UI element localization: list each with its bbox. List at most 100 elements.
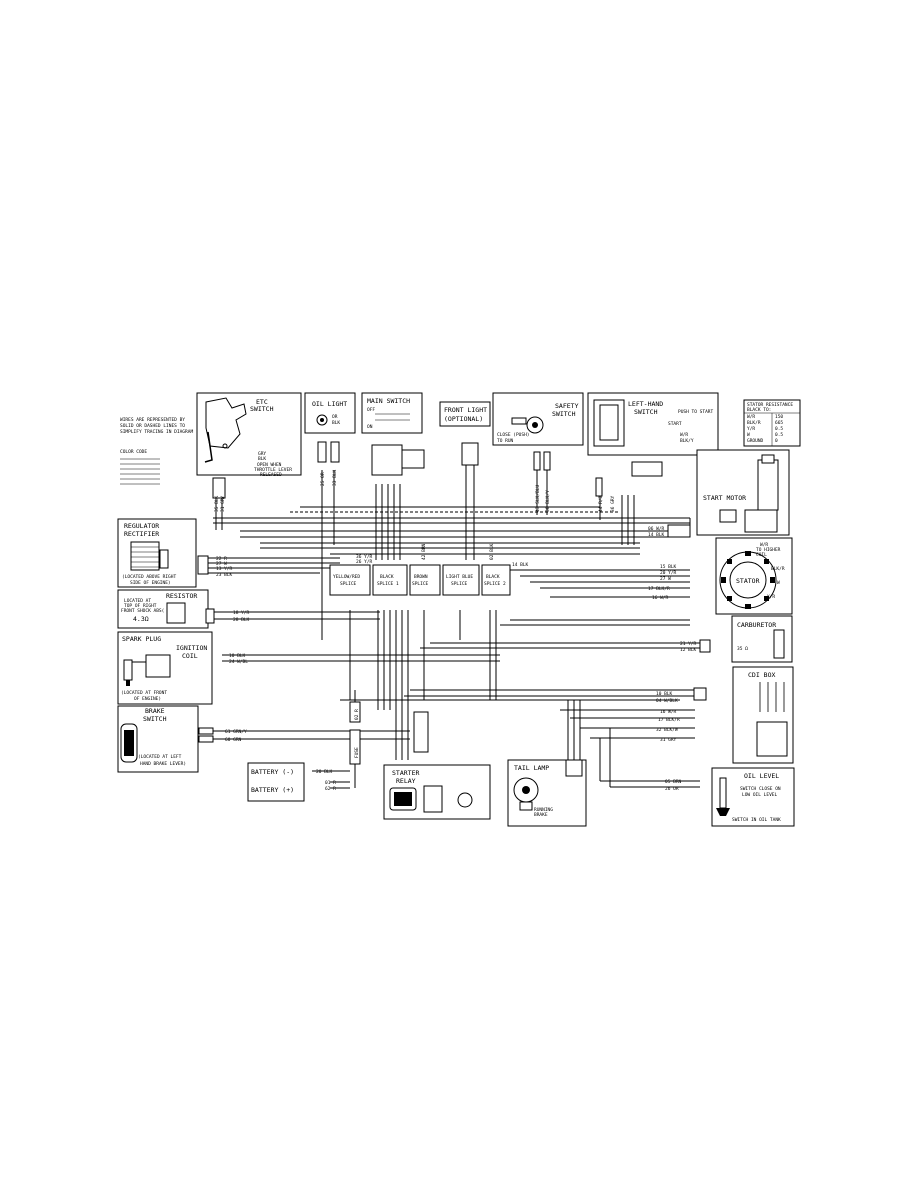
wire-labels-brake: 61 GRN/Y 60 GRN — [225, 729, 247, 743]
svg-text:OR: OR — [332, 414, 338, 420]
svg-text:21 Y/R: 21 Y/R — [680, 641, 697, 647]
svg-text:CLOSE (PUSH): CLOSE (PUSH) — [497, 432, 530, 438]
svg-text:RECTIFIER: RECTIFIER — [124, 530, 159, 538]
svg-text:RUNNING: RUNNING — [534, 807, 553, 813]
front-light: FRONT LIGHT (OPTIONAL) — [439, 401, 491, 466]
svg-text:GROUND: GROUND — [747, 438, 764, 444]
svg-text:SWITCH: SWITCH — [634, 408, 658, 416]
svg-text:14 BLK: 14 BLK — [648, 532, 665, 538]
svg-text:OIL LIGHT: OIL LIGHT — [312, 400, 347, 408]
svg-text:BLACK: BLACK — [380, 574, 394, 580]
svg-text:FRONT SHOCK ABS(: FRONT SHOCK ABS( — [121, 608, 164, 614]
svg-text:42 BRN: 42 BRN — [421, 543, 427, 560]
wire-labels-battery: 20 BLK 01 R 62 R — [316, 769, 336, 792]
svg-text:SAFETY: SAFETY — [555, 402, 579, 410]
svg-text:COIL: COIL — [182, 652, 198, 660]
svg-text:BLACK: BLACK — [486, 574, 500, 580]
svg-text:OFF: OFF — [367, 407, 375, 413]
svg-text:W: W — [777, 580, 780, 586]
svg-text:31 GRY: 31 GRY — [220, 495, 226, 512]
svg-text:BLK: BLK — [258, 456, 266, 462]
svg-text:LOW OIL LEVEL: LOW OIL LEVEL — [742, 792, 778, 798]
left-hand-switch: LEFT-HAND SWITCH PUSH TO START START W/R… — [587, 392, 719, 497]
svg-text:4.3Ω: 4.3Ω — [133, 615, 149, 623]
svg-text:BRAKE: BRAKE — [145, 707, 165, 715]
svg-text:02 R: 02 R — [354, 709, 360, 720]
svg-text:13 Y/R: 13 Y/R — [216, 566, 233, 572]
svg-text:STARTER: STARTER — [392, 769, 419, 777]
svg-text:REGULATOR: REGULATOR — [124, 522, 159, 530]
svg-text:SOLID OR DASHED LINES TO: SOLID OR DASHED LINES TO — [120, 423, 185, 429]
stator-resistance-table: STATOR RESISTANCE BLACK TO: W/R 150 BLK/… — [743, 399, 801, 447]
wire-legend: WIRES ARE REPRESENTED BY SOLID OR DASHED… — [120, 417, 193, 485]
svg-text:27 W: 27 W — [660, 576, 671, 582]
svg-text:665: 665 — [775, 420, 783, 426]
wire-labels-ignition: 10 BLK 24 W/BL — [229, 653, 248, 665]
svg-text:17 BLK/R: 17 BLK/R — [658, 717, 680, 723]
wire-labels-oil-level: 05 BRN 26 OR — [665, 779, 682, 792]
svg-text:SPLICE: SPLICE — [451, 581, 468, 587]
resistor: RESISTOR LOCATED AT TOP OF RIGHT FRONT S… — [117, 589, 215, 629]
svg-text:TO RUN: TO RUN — [497, 438, 514, 444]
svg-text:W: W — [747, 432, 750, 438]
svg-text:0: 0 — [775, 438, 778, 444]
etc-switch: ETC SWITCH GRY BLK OPEN WHEN THROTTLE LE… — [196, 392, 302, 499]
svg-text:0.5: 0.5 — [775, 432, 783, 438]
svg-text:150: 150 — [775, 414, 783, 420]
svg-text:BLK/R: BLK/R — [771, 566, 785, 572]
svg-text:44 R/B: 44 R/B — [598, 495, 604, 512]
splice-black-1: BLACK SPLICE 1 — [372, 564, 408, 596]
wire-labels-splice-top: 36 Y/R 26 Y/R 42 BRN 14 BLK — [356, 543, 529, 568]
svg-text:27 W: 27 W — [216, 561, 227, 567]
svg-text:28 BLK: 28 BLK — [233, 617, 250, 623]
svg-text:BLK/R: BLK/R — [747, 420, 761, 426]
wire-labels-stator: 15 BLK 20 Y/R 27 W 17 BLK/R 16 W/R — [648, 564, 677, 601]
svg-text:STATOR: STATOR — [736, 577, 760, 585]
svg-text:IGNITION: IGNITION — [176, 644, 207, 652]
starter-relay: STARTER RELAY — [383, 711, 491, 820]
svg-text:W/R: W/R — [680, 432, 688, 438]
svg-text:14 BLK: 14 BLK — [512, 562, 529, 568]
splice-brown: BROWN SPLICE — [409, 564, 441, 596]
svg-text:CARBURETOR: CARBURETOR — [737, 621, 776, 629]
wire-labels-regulator: 22 R 27 W 13 Y/R 23 BLK — [216, 556, 233, 578]
svg-text:(OPTIONAL): (OPTIONAL) — [444, 415, 483, 423]
svg-text:W/R: W/R — [747, 414, 755, 420]
svg-text:16 W/R: 16 W/R — [660, 709, 677, 715]
svg-text:22 R: 22 R — [216, 556, 227, 562]
svg-text:04 W/BLK: 04 W/BLK — [656, 698, 678, 704]
svg-text:BLACK TO:: BLACK TO: — [747, 407, 771, 413]
svg-text:36 GRY: 36 GRY — [610, 495, 616, 512]
svg-text:SIDE OF ENGINE): SIDE OF ENGINE) — [130, 580, 171, 586]
svg-text:SPLICE 2: SPLICE 2 — [484, 581, 506, 587]
svg-text:START: START — [668, 421, 682, 427]
resistance-rows: W/R 150 BLK/R 665 Y/R 0.5 W 0.5 GROUND 0 — [747, 414, 783, 444]
svg-text:05 BRN: 05 BRN — [665, 779, 682, 785]
main-switch: MAIN SWITCH OFF ON — [361, 392, 425, 476]
splice-light-blue: LIGHT BLUE SPLICE — [442, 564, 480, 596]
svg-text:20 Y/R: 20 Y/R — [660, 570, 677, 576]
svg-text:0.5: 0.5 — [775, 426, 783, 432]
svg-text:OIL LEVEL: OIL LEVEL — [744, 772, 779, 780]
tail-lamp: TAIL LAMP RUNNING BRAKE — [507, 759, 587, 827]
svg-text:Y/R: Y/R — [767, 594, 775, 600]
svg-text:BLK/Y: BLK/Y — [680, 438, 694, 444]
svg-text:LOCATED AT: LOCATED AT — [124, 598, 151, 604]
svg-text:30 BLK/Y: 30 BLK/Y — [545, 490, 551, 512]
svg-text:HAND BRAKE LEVER): HAND BRAKE LEVER) — [140, 761, 186, 767]
svg-text:FUSE: FUSE — [354, 747, 360, 758]
svg-text:GRY: GRY — [258, 451, 266, 457]
wire-labels-cdi: 10 BLK 04 W/BLK 16 W/R 17 BLK/R 32 BLK/W… — [656, 691, 680, 743]
svg-text:OF ENGINE): OF ENGINE) — [134, 696, 161, 702]
svg-text:BRAKE: BRAKE — [534, 812, 548, 818]
svg-text:LEFT-HAND: LEFT-HAND — [628, 400, 663, 408]
svg-text:15 BLK: 15 BLK — [660, 564, 677, 570]
svg-text:OPEN WHEN: OPEN WHEN — [257, 462, 282, 468]
svg-text:SPARK PLUG: SPARK PLUG — [122, 635, 161, 643]
start-motor: START MOTOR — [667, 449, 790, 538]
oil-light: OIL LIGHT OR BLK — [304, 392, 356, 463]
wire-labels-resistor: 18 Y/R 28 BLK — [233, 610, 250, 623]
svg-text:23 BLK: 23 BLK — [216, 572, 233, 578]
svg-text:SPLICE: SPLICE — [412, 581, 429, 587]
